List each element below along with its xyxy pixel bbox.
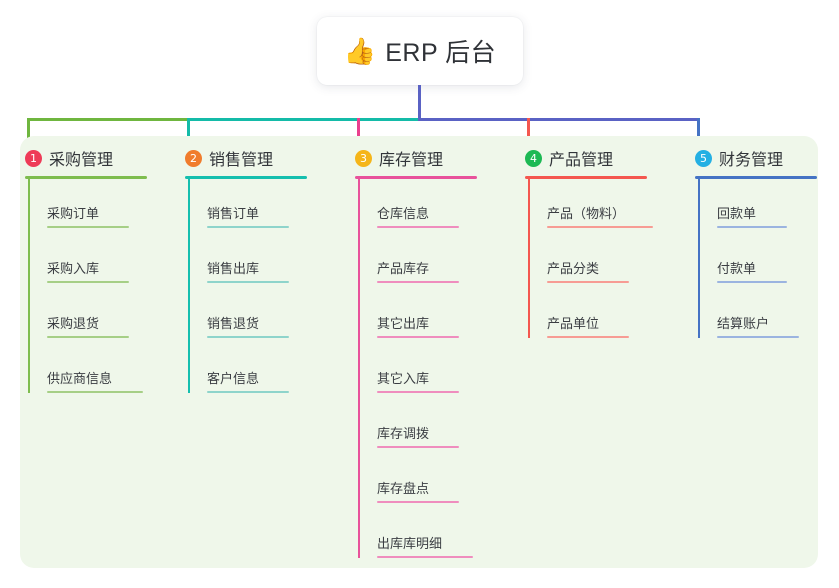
branch-leaf-rule bbox=[207, 281, 289, 283]
branch-spine bbox=[188, 179, 190, 393]
branch-title: 库存管理 bbox=[379, 152, 444, 169]
branch-leaf-label: 销售出库 bbox=[207, 261, 260, 276]
branch-leaf-rule bbox=[377, 281, 459, 283]
branch-leaf-rule bbox=[47, 391, 143, 393]
branch-leaf-item[interactable]: 销售订单 bbox=[207, 200, 289, 228]
branch-leaf-item[interactable]: 产品库存 bbox=[377, 255, 459, 283]
branch-header-rule bbox=[695, 176, 817, 179]
branch-index-badge: 4 bbox=[525, 149, 542, 167]
branch-leaf-item[interactable]: 结算账户 bbox=[717, 310, 799, 338]
branch-leaf-label: 产品分类 bbox=[547, 261, 600, 276]
branch-leaf-rule bbox=[207, 391, 289, 393]
branch-leaf-label: 采购退货 bbox=[47, 316, 100, 331]
branch-leaf-label: 销售退货 bbox=[207, 316, 260, 331]
branch-leaf-label: 付款单 bbox=[717, 261, 757, 276]
branch-leaf-rule bbox=[207, 336, 289, 338]
branch-leaf-rule bbox=[377, 501, 459, 503]
branch-bar-segment-1 bbox=[27, 118, 190, 121]
branch-title: 销售管理 bbox=[209, 152, 274, 169]
branch-leaf-label: 出库库明细 bbox=[377, 536, 443, 551]
branch-leaf-label: 产品单位 bbox=[547, 316, 600, 331]
branch-leaf-rule bbox=[377, 391, 459, 393]
branch-header-2[interactable]: 2 销售管理 bbox=[185, 146, 273, 170]
branch-leaf-rule bbox=[47, 336, 129, 338]
branch-leaf-item[interactable]: 库存盘点 bbox=[377, 475, 459, 503]
branch-bar-segment-3 bbox=[418, 118, 700, 121]
branch-header-rule bbox=[525, 176, 647, 179]
branch-leaf-label: 其它出库 bbox=[377, 316, 430, 331]
branch-leaf-rule bbox=[547, 336, 629, 338]
branch-header-rule bbox=[355, 176, 477, 179]
branch-leaf-item[interactable]: 客户信息 bbox=[207, 365, 289, 393]
branch-leaf-rule bbox=[377, 556, 473, 558]
branch-spine bbox=[698, 179, 700, 338]
branch-leaf-label: 产品库存 bbox=[377, 261, 430, 276]
branch-bar-segment-2 bbox=[187, 118, 420, 121]
branch-leaf-item[interactable]: 销售出库 bbox=[207, 255, 289, 283]
branch-leaf-item[interactable]: 采购退货 bbox=[47, 310, 129, 338]
branch-header-1[interactable]: 1 采购管理 bbox=[25, 146, 113, 170]
branch-leaf-rule bbox=[717, 281, 787, 283]
branch-header-rule bbox=[185, 176, 307, 179]
branch-leaf-label: 库存调拨 bbox=[377, 426, 430, 441]
root-node-content: 👍 ERP 后台 bbox=[344, 33, 496, 69]
branch-leaf-item[interactable]: 产品分类 bbox=[547, 255, 629, 283]
branch-leaf-item[interactable]: 产品单位 bbox=[547, 310, 629, 338]
branch-leaf-label: 客户信息 bbox=[207, 371, 260, 386]
branch-leaf-item[interactable]: 其它入库 bbox=[377, 365, 459, 393]
branch-title: 产品管理 bbox=[549, 152, 614, 169]
root-node-card[interactable]: 👍 ERP 后台 bbox=[317, 17, 523, 85]
branches-panel: 1 采购管理采购订单采购入库采购退货供应商信息 2 销售管理销售订单销售出库销售退货客… bbox=[20, 136, 818, 568]
branch-title: 财务管理 bbox=[719, 152, 784, 169]
branch-index-badge: 1 bbox=[25, 149, 42, 167]
branch-index-badge: 2 bbox=[185, 149, 202, 167]
branch-spine bbox=[28, 179, 30, 393]
branch-leaf-label: 销售订单 bbox=[207, 206, 260, 221]
branch-leaf-item[interactable]: 仓库信息 bbox=[377, 200, 459, 228]
branch-leaf-rule bbox=[547, 281, 629, 283]
branch-leaf-rule bbox=[717, 226, 787, 228]
branch-leaf-item[interactable]: 其它出库 bbox=[377, 310, 459, 338]
branch-leaf-rule bbox=[717, 336, 799, 338]
branch-spine bbox=[528, 179, 530, 338]
branch-leaf-rule bbox=[207, 226, 289, 228]
branch-leaf-item[interactable]: 出库库明细 bbox=[377, 530, 473, 558]
branch-leaf-label: 回款单 bbox=[717, 206, 757, 221]
branch-leaf-item[interactable]: 库存调拨 bbox=[377, 420, 459, 448]
branch-index-badge: 5 bbox=[695, 149, 712, 167]
branch-leaf-rule bbox=[47, 226, 129, 228]
branch-leaf-label: 产品（物料） bbox=[547, 206, 626, 221]
branch-leaf-label: 库存盘点 bbox=[377, 481, 430, 496]
branch-leaf-label: 采购订单 bbox=[47, 206, 100, 221]
branch-leaf-label: 仓库信息 bbox=[377, 206, 430, 221]
branch-leaf-item[interactable]: 回款单 bbox=[717, 200, 787, 228]
branch-leaf-rule bbox=[377, 226, 459, 228]
branch-index-badge: 3 bbox=[355, 149, 372, 167]
branch-header-3[interactable]: 3 库存管理 bbox=[355, 146, 443, 170]
branch-leaf-label: 供应商信息 bbox=[47, 371, 113, 386]
root-trunk-line bbox=[418, 85, 421, 121]
branch-leaf-item[interactable]: 供应商信息 bbox=[47, 365, 143, 393]
branch-leaf-rule bbox=[377, 336, 459, 338]
branch-leaf-rule bbox=[377, 446, 459, 448]
branch-title: 采购管理 bbox=[49, 152, 114, 169]
branch-header-5[interactable]: 5 财务管理 bbox=[695, 146, 783, 170]
branch-leaf-item[interactable]: 付款单 bbox=[717, 255, 787, 283]
branch-header-4[interactable]: 4 产品管理 bbox=[525, 146, 613, 170]
root-node-title: ERP 后台 bbox=[385, 39, 497, 67]
branch-header-rule bbox=[25, 176, 147, 179]
branch-leaf-item[interactable]: 销售退货 bbox=[207, 310, 289, 338]
branch-leaf-label: 采购入库 bbox=[47, 261, 100, 276]
branch-leaf-rule bbox=[547, 226, 653, 228]
branch-leaf-label: 其它入库 bbox=[377, 371, 430, 386]
branch-spine bbox=[358, 179, 360, 558]
branch-leaf-item[interactable]: 采购订单 bbox=[47, 200, 129, 228]
thumbs-up-icon: 👍 bbox=[343, 36, 377, 66]
branch-leaf-rule bbox=[47, 281, 129, 283]
branch-leaf-label: 结算账户 bbox=[717, 316, 770, 331]
branch-leaf-item[interactable]: 产品（物料） bbox=[547, 200, 653, 228]
branch-leaf-item[interactable]: 采购入库 bbox=[47, 255, 129, 283]
